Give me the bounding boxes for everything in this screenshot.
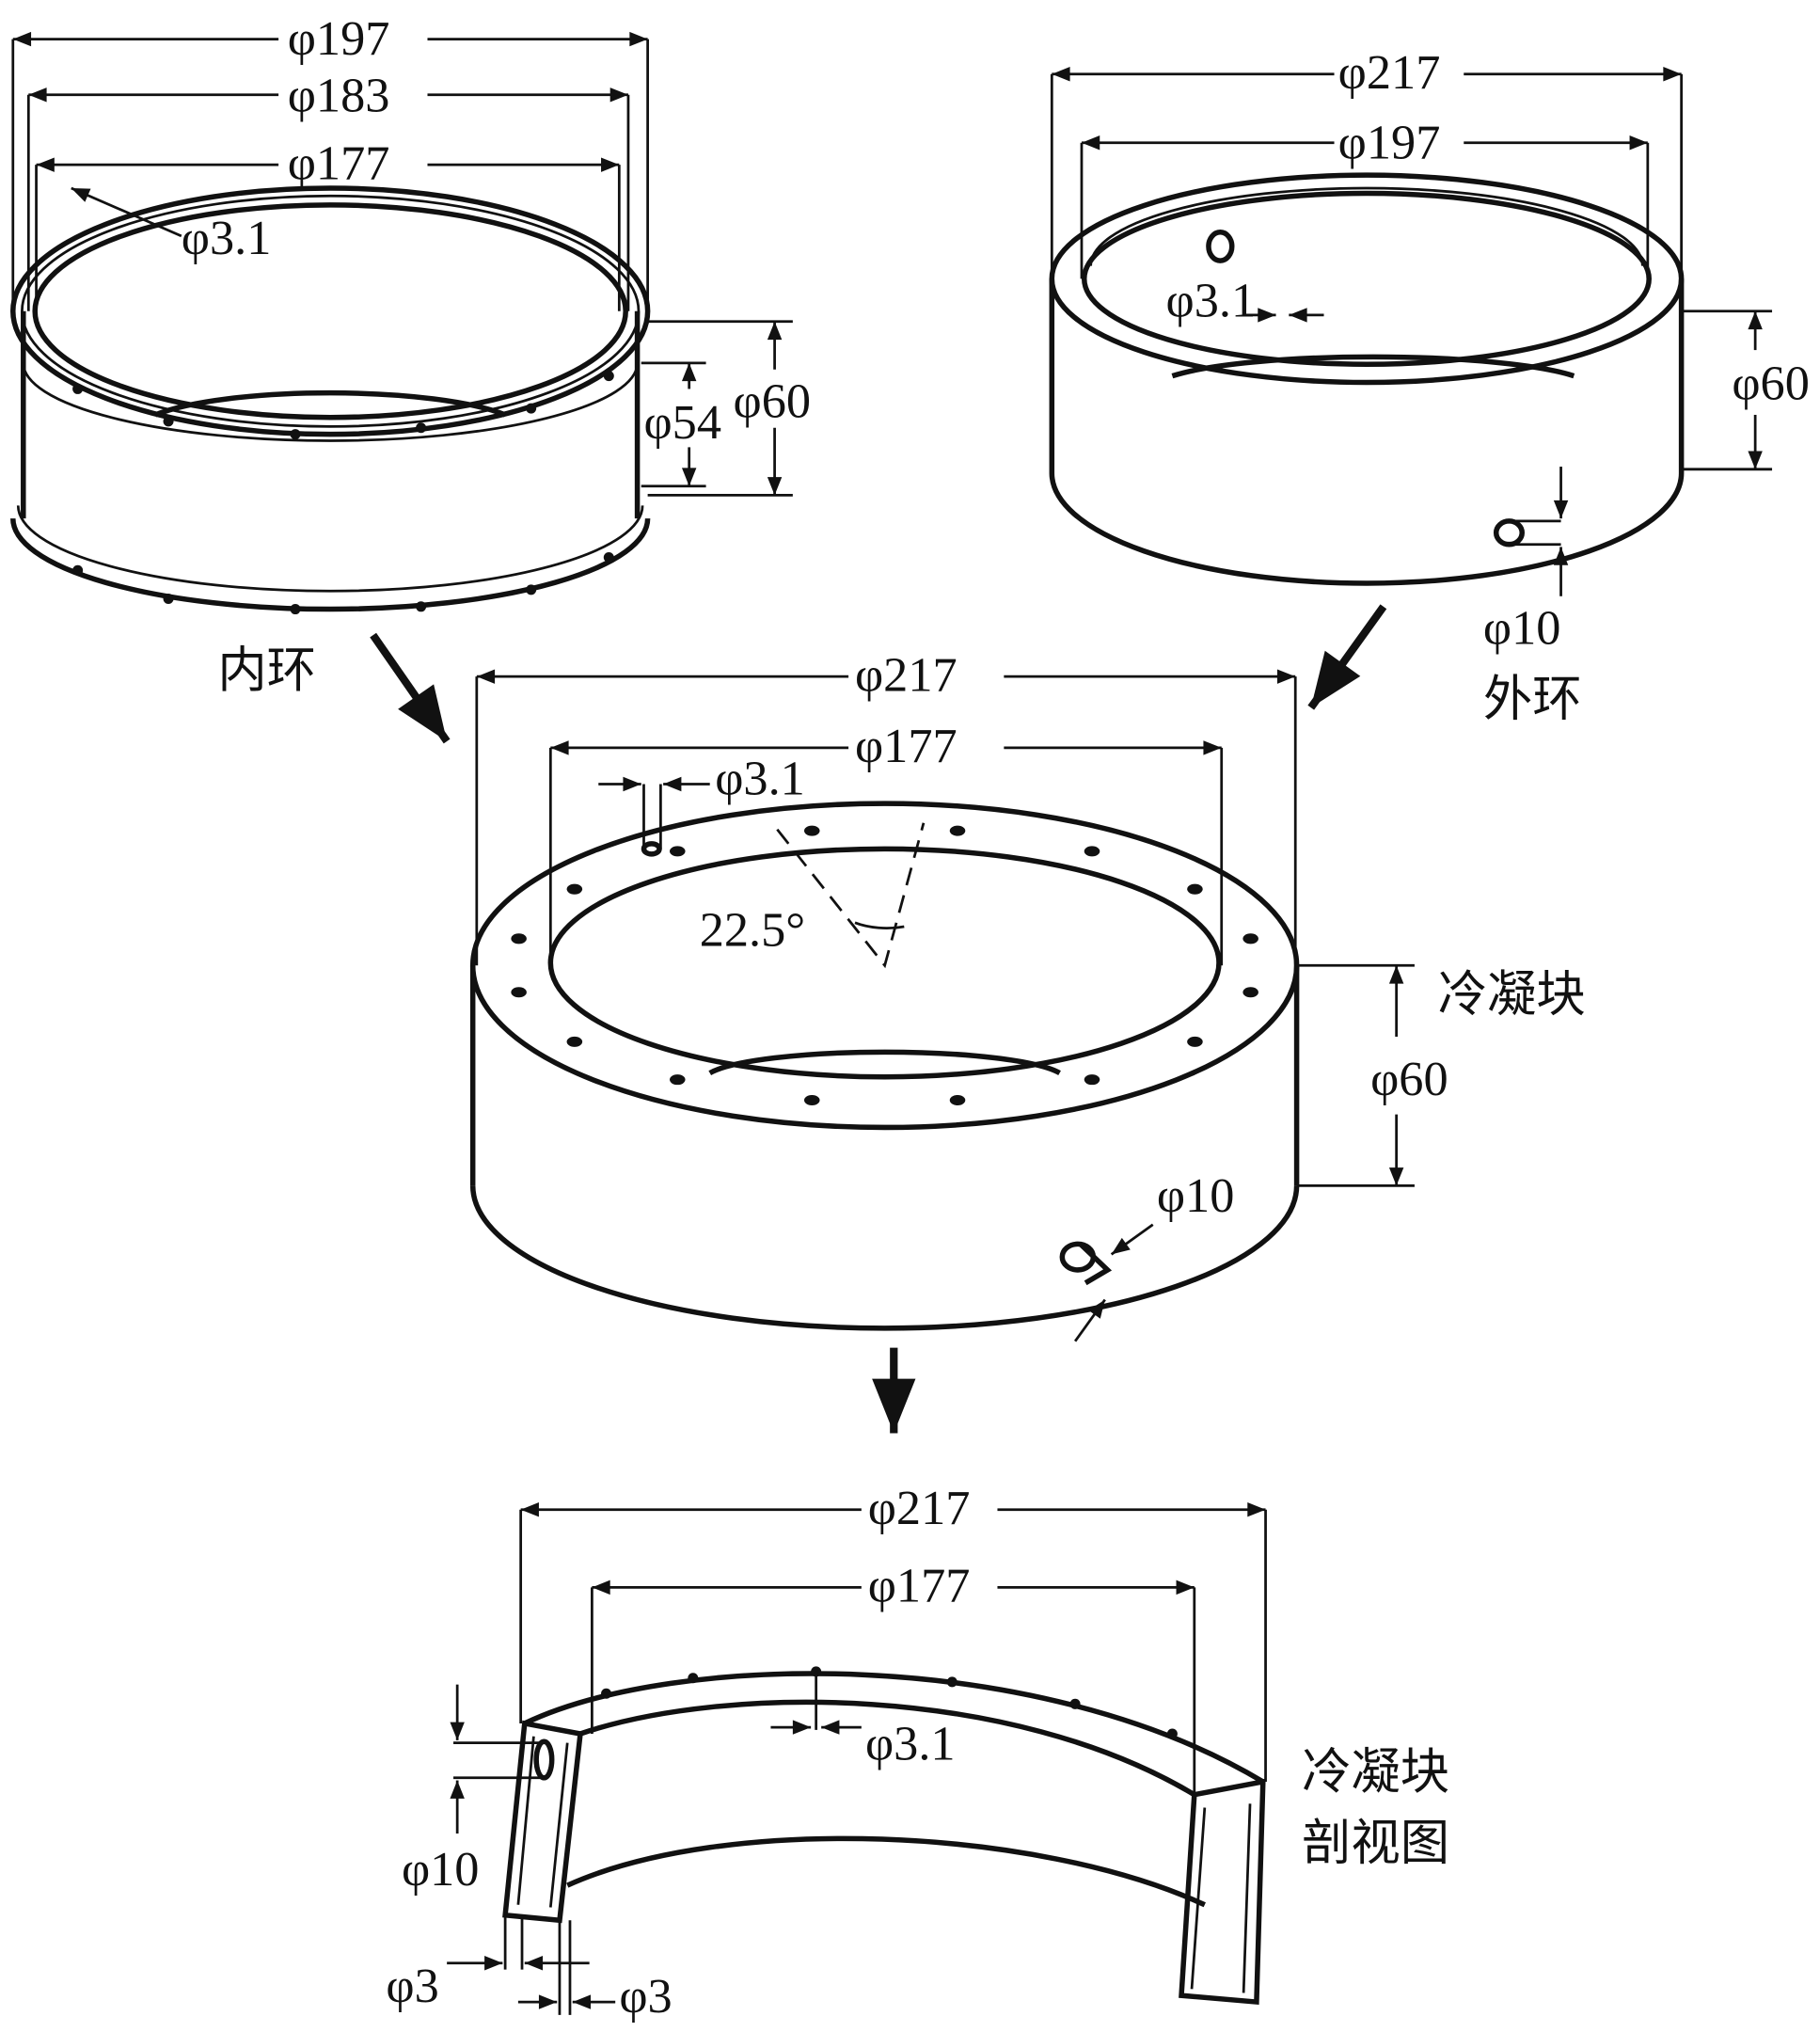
condenser-block-angle: 22.5° bbox=[700, 903, 806, 958]
outer-ring-dim-hole: φ3.1 bbox=[1166, 273, 1257, 327]
bolt-hole bbox=[804, 1094, 820, 1105]
inner-ring-dim-54: φ54 bbox=[643, 395, 721, 450]
bolt-hole bbox=[511, 987, 527, 998]
condenser-block-label: 冷凝块 bbox=[1438, 965, 1586, 1023]
bolt-hole bbox=[1084, 1074, 1100, 1086]
section-left-cut bbox=[502, 1720, 584, 1924]
bolt-hole bbox=[1084, 846, 1100, 857]
outer-ring-dim-197: φ197 bbox=[1338, 115, 1441, 169]
bolt-hole bbox=[1187, 1036, 1203, 1047]
bolt-hole bbox=[1242, 933, 1258, 945]
inner-ring-bore bbox=[32, 202, 628, 421]
condenser-block-dim-60: φ60 bbox=[1370, 1052, 1448, 1106]
outer-ring-dim-217: φ217 bbox=[1338, 45, 1441, 100]
outer-ring-dim-60: φ60 bbox=[1732, 356, 1810, 410]
bolt-hole bbox=[804, 825, 820, 836]
section-label-line2: 剖视图 bbox=[1302, 1815, 1449, 1872]
outer-ring-top bbox=[1049, 172, 1685, 386]
assembly-arrow-right bbox=[1307, 604, 1387, 710]
outer-ring-inlet-pipe bbox=[1493, 518, 1525, 548]
inner-ring-dim-197: φ197 bbox=[288, 11, 390, 66]
inner-ring-top-flange bbox=[10, 185, 651, 437]
section-dim-10: φ10 bbox=[402, 1842, 480, 1897]
bolt-hole bbox=[566, 1036, 583, 1047]
outer-ring-dim-10: φ10 bbox=[1483, 601, 1561, 656]
inner-ring-bottom-flange bbox=[10, 518, 651, 612]
section-dim-177: φ177 bbox=[868, 1559, 971, 1613]
condenser-block-inlet-pipe bbox=[1059, 1241, 1097, 1273]
section-dim-3-left: φ3 bbox=[386, 1959, 438, 2013]
inner-ring: φ197 φ183 φ177 φ3.1 φ54 φ60 内环 bbox=[10, 11, 812, 699]
inner-ring-dim-60: φ60 bbox=[734, 374, 812, 429]
condenser-block-dim-10: φ10 bbox=[1157, 1168, 1235, 1223]
bolt-hole bbox=[566, 883, 583, 895]
bolt-hole bbox=[1187, 883, 1203, 895]
condenser-block: 22.5° φ3.1 φ217 φ177 φ60 冷凝块 φ10 bbox=[469, 647, 1586, 1342]
inner-ring-dim-hole: φ3.1 bbox=[182, 211, 272, 265]
outer-ring: φ217 φ197 φ3.1 φ60 φ10 外环 bbox=[1049, 45, 1810, 727]
condenser-block-dim-217: φ217 bbox=[855, 647, 957, 702]
assembly-arrow-left bbox=[370, 632, 451, 744]
section-right-cut bbox=[1179, 1778, 1266, 2006]
bolt-hole bbox=[949, 825, 966, 836]
section-dim-hole: φ3.1 bbox=[865, 1717, 956, 1771]
inner-ring-label: 内环 bbox=[217, 642, 316, 699]
bolt-hole bbox=[670, 1074, 686, 1086]
condenser-block-dim-hole: φ3.1 bbox=[715, 751, 805, 805]
section-dim-217: φ217 bbox=[868, 1481, 971, 1535]
bolt-hole bbox=[1242, 987, 1258, 998]
section-view: φ217 φ177 φ3.1 φ10 φ3 φ3 冷凝块 剖视图 bbox=[386, 1481, 1449, 2024]
inner-ring-dim-177: φ177 bbox=[288, 135, 390, 190]
outer-ring-label: 外环 bbox=[1483, 670, 1582, 727]
section-label-line1: 冷凝块 bbox=[1302, 1743, 1449, 1801]
bolt-hole bbox=[511, 933, 527, 945]
section-dim-3-right: φ3 bbox=[619, 1969, 672, 2024]
bolt-hole bbox=[949, 1094, 966, 1105]
condenser-block-dim-177: φ177 bbox=[855, 719, 957, 773]
inner-ring-dim-183: φ183 bbox=[288, 69, 390, 123]
bolt-hole bbox=[670, 846, 686, 857]
